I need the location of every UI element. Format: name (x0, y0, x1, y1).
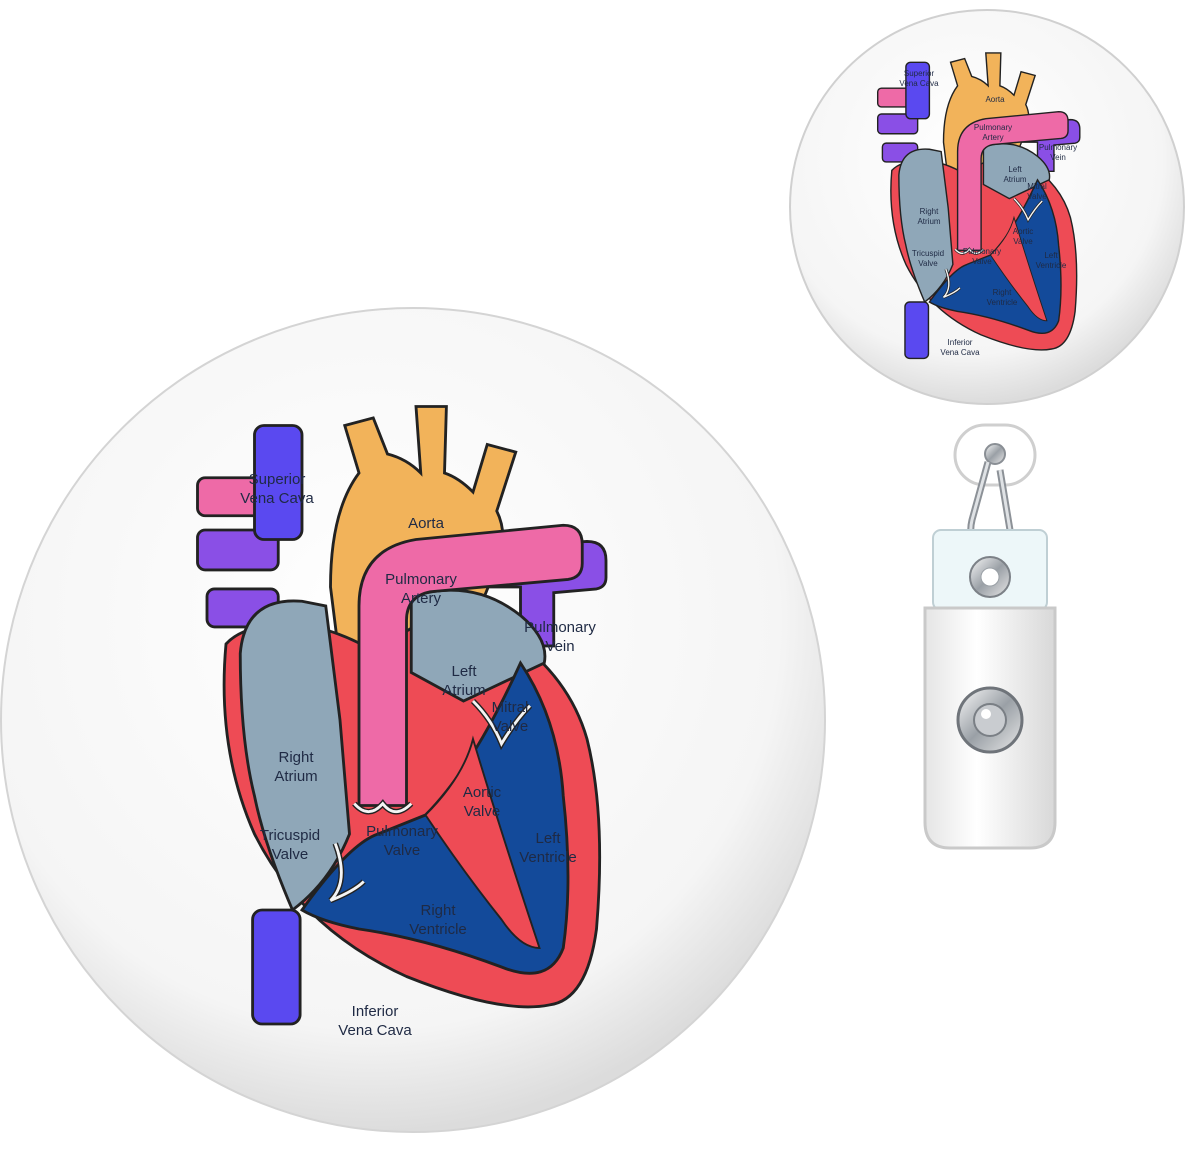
label-aorta: Aorta (408, 515, 445, 532)
small-label-aorta: Aorta (985, 95, 1005, 104)
badge-clip (923, 423, 1057, 850)
